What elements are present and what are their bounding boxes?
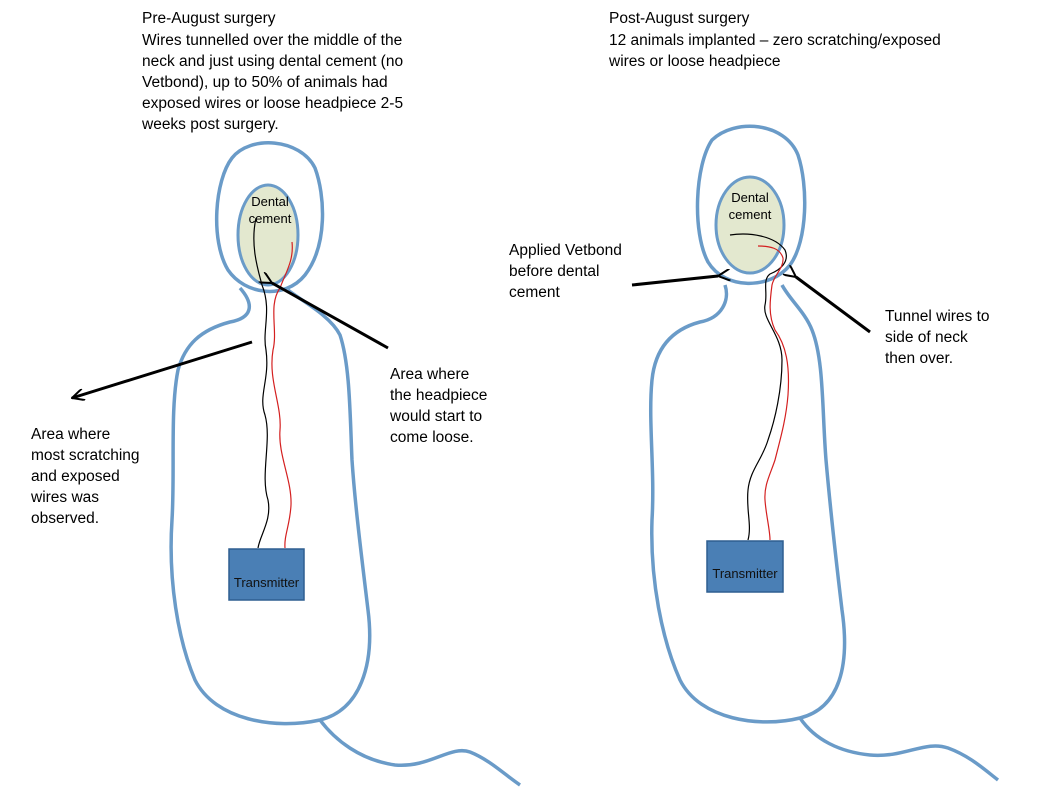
left-transmitter-label: Transmitter — [233, 575, 300, 590]
left-heading-body: Wires tunnelled over the middle of the n… — [142, 32, 404, 133]
right-red-wire — [757, 245, 790, 541]
left-dental-cement — [236, 183, 300, 287]
right-body-outline — [648, 284, 847, 724]
right-arrow-tunnel — [796, 277, 871, 334]
right-diagram — [631, 124, 1000, 782]
right-transmitter — [706, 540, 784, 593]
left-tail — [318, 718, 521, 787]
right-heading-body: 12 animals implanted – zero scratching/e… — [609, 32, 941, 70]
right-dental-label: Dental cement — [728, 190, 772, 222]
left-callout-scratch: Area where most scratching and exposed w… — [31, 426, 140, 527]
right-black-wire — [729, 233, 787, 541]
left-arrow-loose — [272, 283, 389, 350]
right-dental-cement — [714, 175, 786, 275]
right-tail — [798, 717, 1000, 782]
right-transmitter-label: Transmitter — [712, 566, 778, 581]
left-body-outline — [169, 286, 372, 726]
left-diagram — [72, 141, 521, 787]
left-dental-label: Dental cement — [248, 194, 292, 226]
right-arrow-vetbond — [631, 276, 718, 287]
right-callout-tunnel: Tunnel wires to side of neck then over. — [885, 308, 990, 367]
right-heading-title: Post-August surgery — [609, 10, 750, 27]
left-arrow-scratch — [72, 340, 253, 398]
left-transmitter — [228, 548, 305, 601]
right-callout-vetbond: Applied Vetbond before dental cement — [509, 242, 622, 301]
left-head-outline — [214, 141, 325, 294]
left-callout-loose: Area where the headpiece would start to … — [390, 366, 488, 446]
left-heading-title: Pre-August surgery — [142, 10, 276, 27]
